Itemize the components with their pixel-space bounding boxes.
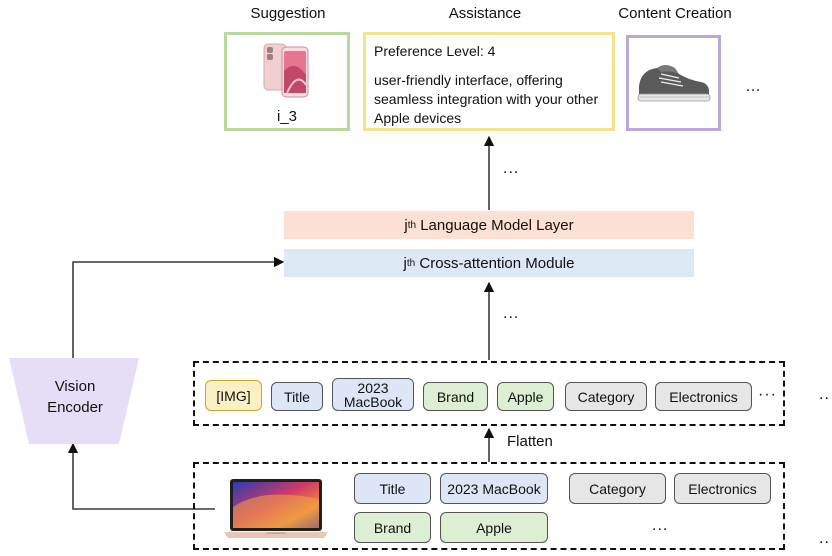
content-creation-box [626, 35, 721, 131]
phone-image [263, 43, 309, 98]
suggestion-box: i_3 [224, 32, 350, 131]
ca-module-prefix: j [403, 254, 407, 272]
assistance-box: Preference Level: 4 user-friendly interf… [363, 32, 615, 131]
vision-encoder-shape [9, 358, 139, 444]
field-category: Category [569, 473, 666, 504]
arrow-image-to-encoder [67, 442, 215, 510]
layers-below-dots: ... [503, 305, 520, 322]
lm-layer-prefix: j [404, 216, 408, 234]
assistance-text: user-friendly interface, offering seamle… [374, 72, 599, 126]
category-value-token: Electronics [655, 382, 752, 411]
lm-layer-label: Language Model Layer [416, 216, 574, 234]
more-tokens: ··· [758, 386, 777, 403]
brand-value-token: Apple [497, 382, 554, 411]
fields-overflow-dots: .. [819, 530, 830, 547]
arrow-encoder-to-cross-attention [72, 256, 285, 358]
suggestion-title: Suggestion [250, 5, 326, 22]
preference-level: Preference Level: 4 [374, 43, 496, 59]
field-title-value: 2023 MacBook [440, 473, 548, 504]
suggestion-item-label: i_3 [276, 108, 298, 125]
ca-module-label: Cross-attention Module [415, 254, 575, 272]
field-title: Title [354, 473, 431, 504]
title-token: Title [271, 382, 323, 411]
raw-input-box [193, 462, 785, 550]
tokens-overflow-dots: .. [819, 386, 830, 403]
assistance-title: Assistance [448, 5, 522, 22]
flatten-label: Flatten [507, 433, 553, 450]
flattened-token-box [193, 361, 785, 426]
title-value-token: 2023 MacBook [332, 378, 414, 411]
brand-token: Brand [423, 382, 488, 411]
img-token: [IMG] [205, 380, 262, 411]
content-creation-title: Content Creation [618, 5, 732, 22]
field-brand-value: Apple [440, 512, 548, 543]
more-outputs: … [745, 78, 762, 95]
vision-encoder-label: Vision Encoder [47, 378, 103, 416]
more-fields: ... [652, 517, 669, 534]
field-brand: Brand [354, 512, 431, 543]
sneaker-image [637, 65, 711, 102]
layers-above-dots: ... [503, 160, 520, 177]
macbook-image [224, 479, 328, 538]
lm-layer-sup: th [407, 219, 417, 231]
field-category-value: Electronics [674, 473, 771, 504]
ca-module-sup: th [406, 257, 416, 269]
category-token: Category [565, 382, 647, 411]
